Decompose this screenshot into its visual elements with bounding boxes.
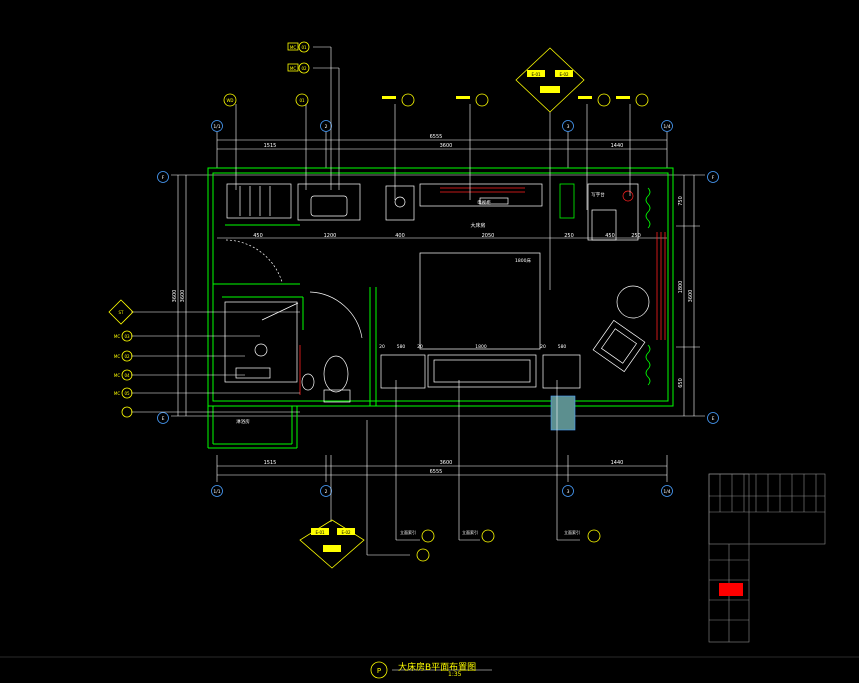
axis-bottom-4: 1/4 — [663, 489, 670, 495]
callout-side-code-4: 04 — [124, 373, 130, 378]
callout-mc-2: MC — [290, 66, 296, 71]
dim-bottom-total: 6555 — [430, 469, 443, 475]
callout-elev-note-2: 立面索引 — [462, 529, 478, 535]
label-desk: 写字台 — [591, 191, 605, 198]
furniture — [224, 183, 650, 403]
dim-detail-2: 1200 — [324, 233, 337, 239]
walls — [207, 167, 674, 449]
dim-bottom-seg-2: 3600 — [440, 460, 453, 466]
dim-detail-1: 450 — [253, 233, 263, 239]
dim-detail-4: 2050 — [482, 233, 495, 239]
title-underline — [0, 656, 859, 671]
label-bed: 1800床 — [515, 257, 531, 264]
callout-ceiling-1: E-01 — [531, 72, 541, 77]
key-plan-highlight — [719, 583, 743, 596]
callout-mc-2-code: 02 — [301, 66, 307, 71]
dim-detail-5: 250 — [564, 233, 574, 239]
dim-detail-7: 250 — [631, 233, 641, 239]
dim-top-seg-3: 1440 — [611, 143, 624, 149]
axis-right-2: E — [712, 416, 715, 422]
dim-left-partial: 3600 — [180, 290, 186, 303]
label-tv-cabinet: 电视柜 — [477, 199, 491, 206]
top-dimension-lines — [216, 132, 668, 239]
callout-ceiling-4: E-02 — [341, 530, 351, 535]
callout-mc-1: MC — [290, 45, 296, 50]
axis-right-1: F — [712, 175, 715, 181]
drawing-title: 大床房B平面布置图 — [398, 663, 477, 673]
dim-mid-3: 20 — [417, 344, 423, 350]
side-dimension-lines — [171, 174, 705, 417]
dim-right-2: 1800 — [678, 281, 684, 294]
dim-right-total: 3600 — [688, 290, 694, 303]
callout-ceiling-3: E-01 — [315, 530, 325, 535]
dim-mid-5: 20 — [540, 344, 546, 350]
callout-wd: WD — [226, 98, 233, 103]
axis-bottom-3: 3 — [567, 489, 570, 495]
callout-mc-1-code: 01 — [301, 45, 307, 50]
key-plan — [708, 473, 826, 643]
callout-side-2: MC — [114, 334, 120, 339]
callout-elev-note-3: 立面索引 — [564, 529, 580, 535]
label-room: 大床房 — [470, 222, 485, 229]
label-bath: 淋浴房 — [236, 418, 250, 425]
callout-side-5: MC — [114, 391, 120, 396]
axis-left-1: F — [162, 175, 165, 181]
callout-symbols — [108, 41, 649, 679]
axis-bottom-2: 2 — [325, 489, 328, 495]
callout-side-4: MC — [114, 373, 120, 378]
callout-side-code-2: 03 — [124, 334, 130, 339]
axis-top-1: 1/1 — [213, 124, 220, 130]
dim-mid-4: 1800 — [475, 344, 487, 350]
window-hatch — [299, 187, 666, 395]
dim-right-3: 650 — [678, 378, 684, 388]
entry-mat — [550, 395, 576, 431]
axis-bottom-1: 1/1 — [213, 489, 220, 495]
callout-fills — [311, 70, 630, 552]
title-mark: P — [377, 667, 381, 675]
dim-mid-2: 580 — [397, 344, 406, 350]
dim-detail-6: 450 — [605, 233, 615, 239]
axis-left-2: E — [162, 416, 165, 422]
axis-top-3: 3 — [567, 124, 570, 130]
callout-side-code-3: 02 — [124, 354, 130, 359]
dim-right-1: 750 — [678, 196, 684, 206]
callout-side-3: MC — [114, 354, 120, 359]
callout-wd-2: 01 — [299, 98, 305, 103]
dim-bottom-seg-1: 1515 — [264, 460, 277, 466]
axis-top-2: 2 — [325, 124, 328, 130]
drawing-scale: 1:35 — [448, 671, 462, 678]
dim-top-seg-1: 1515 — [264, 143, 277, 149]
curtain — [559, 183, 651, 386]
callout-side-1: ST — [119, 310, 125, 315]
dim-mid-1: 20 — [379, 344, 385, 350]
axis-top-4: 1/4 — [663, 124, 670, 130]
dim-left-total: 3600 — [172, 290, 178, 303]
callout-ceiling-2: E-02 — [559, 72, 569, 77]
dim-detail-3: 400 — [395, 233, 405, 239]
dim-bottom-seg-3: 1440 — [611, 460, 624, 466]
dim-top-seg-2: 3600 — [440, 143, 453, 149]
leader-lines — [131, 46, 631, 556]
dim-mid-6: 580 — [558, 344, 567, 350]
dim-top-total: 6555 — [430, 134, 443, 140]
bottom-dimension-lines — [216, 455, 668, 482]
callout-side-code-5: 05 — [124, 391, 130, 396]
grid-axis-markers — [157, 120, 719, 497]
callout-elev-note-1: 立面索引 — [400, 529, 416, 535]
